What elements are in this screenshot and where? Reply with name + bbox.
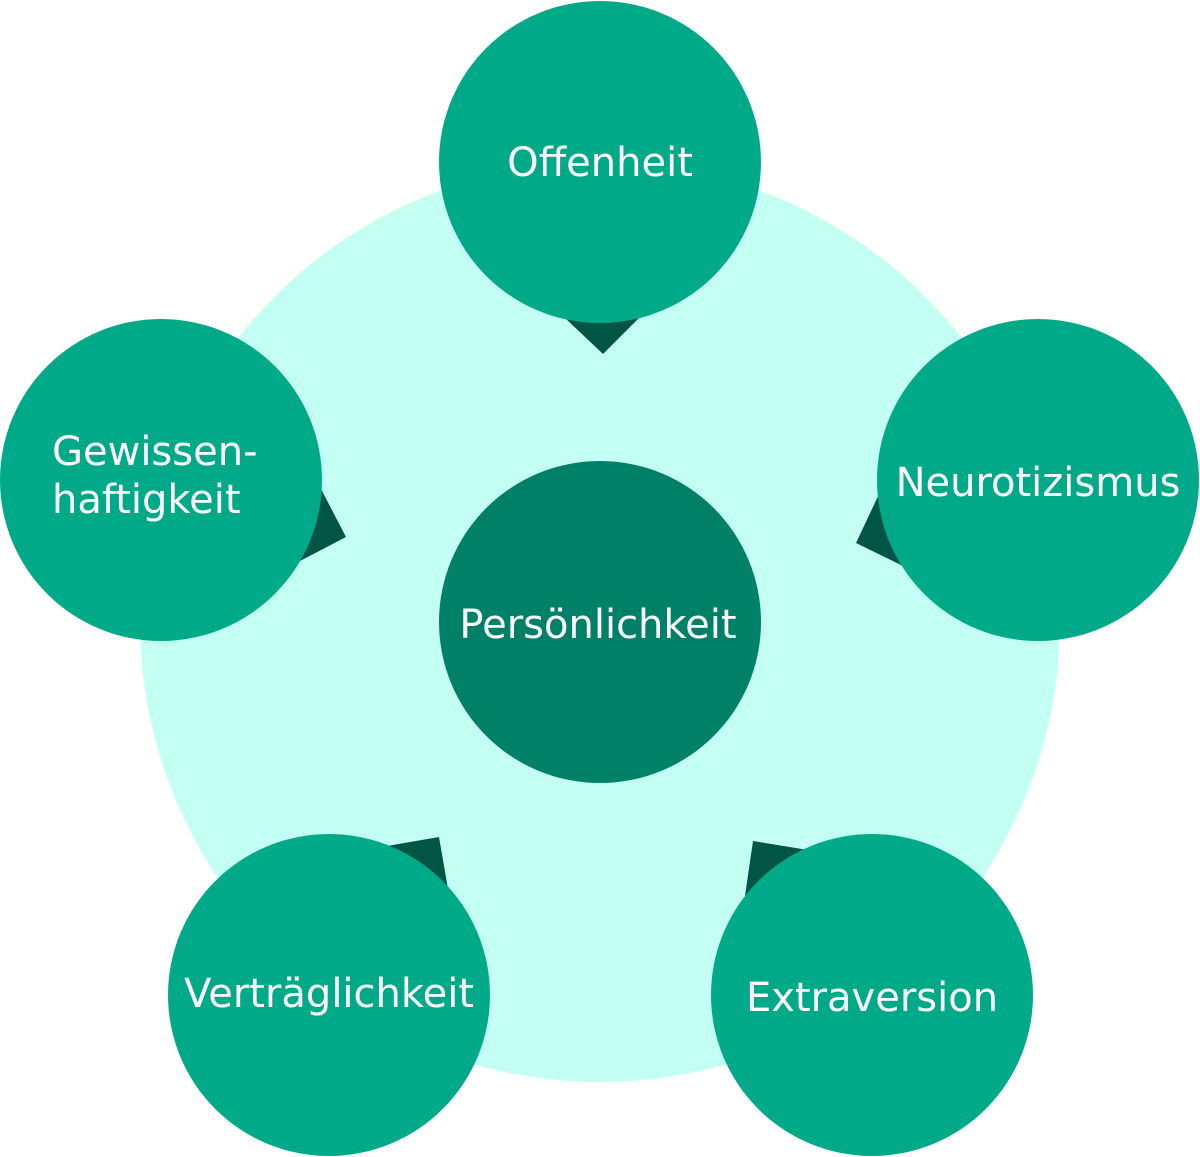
pointer-gewissenhaftigkeit [300, 487, 346, 561]
pointer-neurotizismus [856, 492, 903, 566]
node-vertraeglichkeit: Verträglichkeit [168, 834, 490, 1156]
node-gewissenhaftigkeit: Gewissen- haftigkeit [0, 319, 322, 641]
node-label: Neurotizismus [896, 460, 1181, 506]
node-offenheit: Offenheit [439, 1, 761, 323]
node-label: Offenheit [507, 140, 693, 186]
node-label: Extraversion [746, 975, 998, 1021]
center-node: Persönlichkeit [439, 461, 761, 783]
node-label: Gewissen- haftigkeit [52, 429, 270, 523]
node-label: Verträglichkeit [184, 971, 474, 1017]
node-neurotizismus: Neurotizismus [877, 319, 1199, 641]
pointer-offenheit [565, 318, 639, 354]
node-extraversion: Extraversion [711, 834, 1033, 1156]
center-label: Persönlichkeit [459, 602, 736, 648]
